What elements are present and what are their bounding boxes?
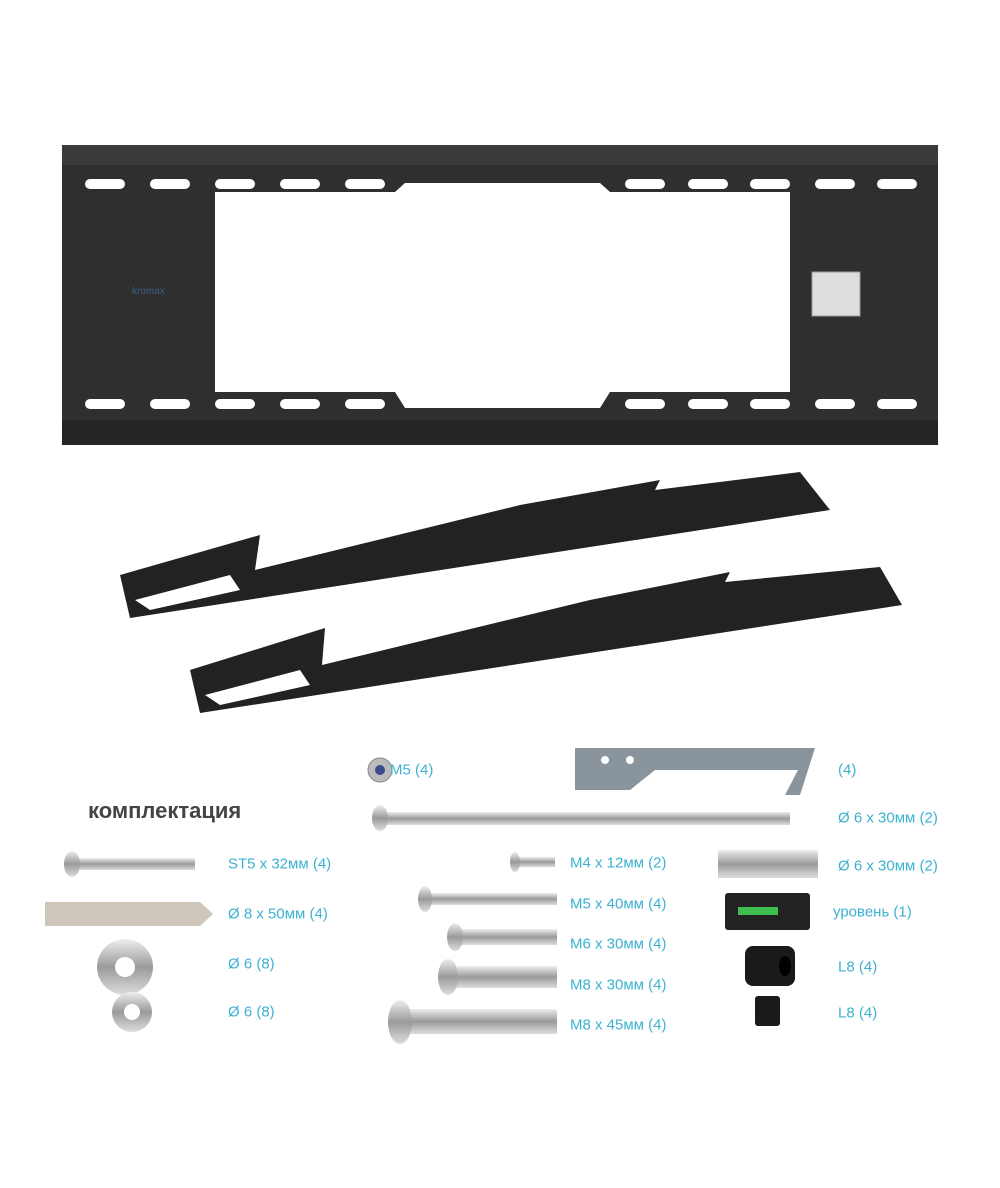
hook-plate-icon bbox=[575, 748, 815, 795]
part-label: Ø 6 x 30мм (2) bbox=[838, 857, 938, 875]
mounting-slot bbox=[280, 399, 320, 409]
part-label: M4 x 12мм (2) bbox=[570, 854, 667, 872]
vertical-bracket bbox=[120, 472, 830, 618]
part-label: Ø 6 (8) bbox=[228, 1003, 275, 1021]
mounting-slot bbox=[625, 179, 665, 189]
mounting-slot bbox=[345, 399, 385, 409]
spec-sticker bbox=[811, 271, 861, 317]
small-spacer-icon bbox=[755, 996, 780, 1026]
mounting-slot bbox=[877, 399, 917, 409]
wall-plate bbox=[62, 145, 938, 445]
large-spacer-icon bbox=[745, 946, 795, 986]
mounting-slot bbox=[215, 399, 255, 409]
mounting-slot bbox=[345, 179, 385, 189]
part-label: M8 x 45мм (4) bbox=[570, 1016, 667, 1034]
part-label: M6 x 30мм (4) bbox=[570, 935, 667, 953]
long-bolt-icon bbox=[380, 812, 790, 825]
mounting-slot bbox=[150, 399, 190, 409]
part-label: уровень (1) bbox=[833, 903, 912, 921]
mounting-slot bbox=[85, 179, 125, 189]
mounting-slot bbox=[688, 399, 728, 409]
part-label: M5 (4) bbox=[390, 761, 434, 779]
section-title: комплектация bbox=[88, 798, 242, 823]
part-label: (4) bbox=[838, 761, 857, 779]
wood-screw-icon bbox=[75, 858, 195, 870]
mounting-slot bbox=[280, 179, 320, 189]
mounting-slot bbox=[625, 399, 665, 409]
mounting-slot bbox=[150, 179, 190, 189]
bolts-group bbox=[388, 852, 557, 1044]
mounting-slot bbox=[750, 399, 790, 409]
mounting-slot bbox=[877, 179, 917, 189]
part-label: ST5 x 32мм (4) bbox=[228, 855, 332, 873]
brand-logo: kromax bbox=[132, 286, 165, 297]
mounting-slot bbox=[815, 179, 855, 189]
part-label: M5 x 40мм (4) bbox=[570, 895, 667, 913]
part-label: Ø 6 (8) bbox=[228, 955, 275, 973]
sleeve-icon bbox=[718, 850, 818, 878]
mounting-slot bbox=[85, 399, 125, 409]
part-label: M8 x 30мм (4) bbox=[570, 976, 667, 994]
mounting-slot bbox=[215, 179, 255, 189]
mounting-slot bbox=[688, 179, 728, 189]
vertical-bracket bbox=[190, 567, 902, 713]
mounting-slot bbox=[750, 179, 790, 189]
wall-plug-icon bbox=[45, 902, 213, 926]
part-label: L8 (4) bbox=[838, 958, 878, 976]
part-label: Ø 8 x 50мм (4) bbox=[228, 905, 328, 923]
part-label: L8 (4) bbox=[838, 1004, 878, 1022]
mounting-slot bbox=[815, 399, 855, 409]
part-label: Ø 6 x 30мм (2) bbox=[838, 809, 938, 827]
